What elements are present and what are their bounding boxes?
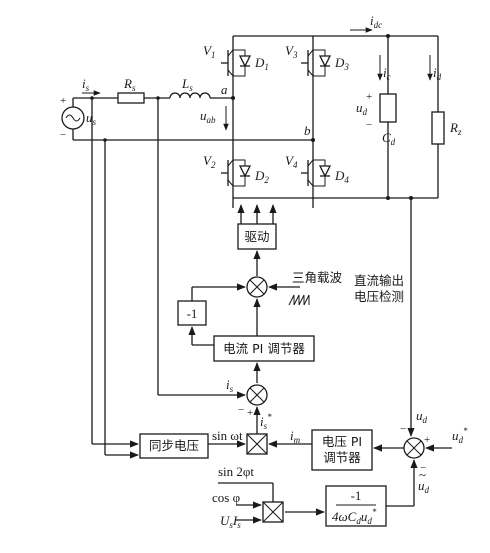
igbt-v1 xyxy=(221,49,252,77)
label-id: id xyxy=(433,65,442,82)
label-is-mid: is xyxy=(226,377,234,394)
igbt-v2 xyxy=(221,159,252,187)
labels: V1 D1 V3 D3 V2 D2 V4 D4 is us + − Rs Ls … xyxy=(60,13,468,530)
label-minus-udt: − xyxy=(420,462,426,474)
label-d2: D2 xyxy=(254,168,269,185)
label-ud-ref: ud* xyxy=(452,426,468,445)
voltage-loop xyxy=(91,98,452,527)
drive-block xyxy=(237,223,277,250)
neg-one-left-label: -1 xyxy=(187,306,198,321)
triangle-carrier-label: 三角载波 xyxy=(292,270,343,285)
label-ud-cap: ud xyxy=(356,100,368,117)
voltage-pi-block xyxy=(311,429,373,471)
resistor-rs xyxy=(117,92,145,104)
label-node-b: b xyxy=(304,123,311,138)
label-plus-cap: + xyxy=(366,91,372,103)
label-minus-ud: − xyxy=(400,423,406,435)
drive-section xyxy=(157,98,315,406)
label-plus-is: + xyxy=(247,407,253,419)
label-v2: V2 xyxy=(203,153,216,170)
dc-detect-line2: 电压检测 xyxy=(354,289,404,304)
resistor-rz xyxy=(431,111,445,145)
sync-voltage-block xyxy=(139,433,209,459)
label-cos-phi: cos φ xyxy=(212,490,240,505)
label-d1: D1 xyxy=(254,55,269,72)
label-node-a: a xyxy=(221,82,228,97)
label-v4: V4 xyxy=(285,153,298,170)
current-sum-junction xyxy=(246,384,268,406)
label-im: im xyxy=(290,428,301,445)
label-ls: Ls xyxy=(181,76,193,93)
label-is-top: is xyxy=(82,76,90,93)
label-ic: ic xyxy=(383,65,391,82)
tilde-mark: ~ xyxy=(419,467,426,482)
label-d3: D3 xyxy=(334,55,349,72)
sync-voltage-label: 同步电压 xyxy=(149,438,199,453)
voltage-pi-line2: 调节器 xyxy=(323,450,361,465)
label-ud-tilde: ud xyxy=(418,478,430,495)
label-ud-feedback: ud xyxy=(416,408,428,425)
capacitor-cd xyxy=(379,93,397,123)
label-plus-source: + xyxy=(60,95,66,107)
drive-label: 驱动 xyxy=(244,229,269,244)
ac-sine-icon xyxy=(65,114,81,122)
neg-one-bottom-label: -1 xyxy=(351,488,362,503)
label-us-is: UsIs xyxy=(220,513,241,530)
label-v1: V1 xyxy=(203,43,215,60)
ripple-filter-block xyxy=(325,485,387,527)
label-rz: Rz xyxy=(449,120,462,137)
power-stage xyxy=(61,27,445,208)
label-sin-wt: sin ωt xyxy=(212,428,243,443)
label-minus-is: − xyxy=(238,404,244,416)
neg-one-block-left xyxy=(177,300,207,326)
label-plus-ud: + xyxy=(424,434,430,446)
filter-denominator: 4ωCdud* xyxy=(332,507,377,526)
dc-detect-line1: 直流输出 xyxy=(354,273,404,288)
current-pi-label: 电流 PI 调节器 xyxy=(223,341,305,356)
igbt-v3 xyxy=(301,49,332,77)
label-us: us xyxy=(86,110,97,127)
label-is-star: is* xyxy=(260,412,272,431)
current-pi-block xyxy=(213,335,315,362)
inductor-ls xyxy=(169,92,211,99)
label-minus-source: − xyxy=(60,129,66,141)
label-uab: uab xyxy=(200,108,216,125)
triangle-carrier-icon xyxy=(288,294,310,306)
pwm-comparator xyxy=(246,276,268,298)
label-d4: D4 xyxy=(334,168,349,185)
label-cd: Cd xyxy=(382,130,396,147)
voltage-pi-line1: 电压 PI xyxy=(322,434,362,449)
label-v3: V3 xyxy=(285,43,298,60)
igbt-v4 xyxy=(301,159,332,187)
label-idc: idc xyxy=(370,13,382,30)
label-rs: Rs xyxy=(123,76,136,93)
label-sin-2phit: sin 2φt xyxy=(218,464,254,479)
label-minus-cap: − xyxy=(366,119,372,131)
